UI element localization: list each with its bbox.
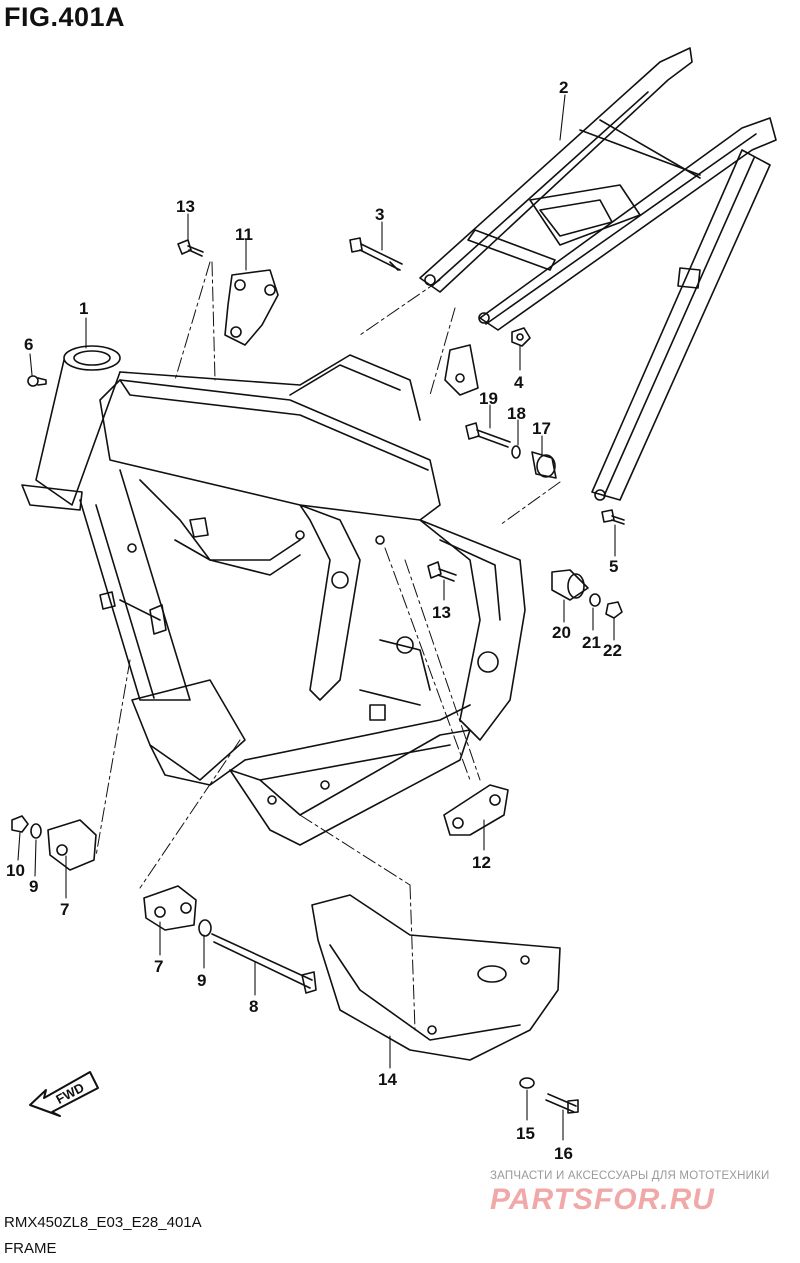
callout-3: 3 <box>375 205 384 224</box>
skid-plate-14 <box>311 894 561 1061</box>
dashed-guides <box>95 261 561 1031</box>
callout-4: 4 <box>514 373 524 392</box>
collar-20 <box>551 569 589 601</box>
bracket-7-left <box>47 819 97 871</box>
figure-name: FRAME <box>4 1240 57 1257</box>
washer-9-right <box>198 919 212 937</box>
washer-18 <box>511 445 521 459</box>
callout-6: 6 <box>24 335 33 354</box>
engine-mount-bracket-12 <box>443 784 509 836</box>
callout-22: 22 <box>603 641 622 660</box>
callout-19: 19 <box>479 389 498 408</box>
subframe-lower-bracket <box>444 344 479 396</box>
callout-14: 14 <box>378 1070 397 1089</box>
callout-16: 16 <box>554 1144 573 1163</box>
washer-9-left <box>30 823 42 839</box>
washer-15 <box>519 1077 535 1089</box>
bracket-11 <box>224 269 279 346</box>
callout-9b: 9 <box>197 971 206 990</box>
washer-21 <box>589 593 601 607</box>
nut-10 <box>11 815 29 833</box>
bolt-5 <box>601 509 625 525</box>
callout-7b: 7 <box>154 957 163 976</box>
callout-21: 21 <box>582 633 601 652</box>
callout-5: 5 <box>609 557 618 576</box>
figure-code: RMX450ZL8_E03_E28_401A <box>4 1214 202 1231</box>
callout-9a: 9 <box>29 877 38 896</box>
bolt-13-top <box>177 239 204 257</box>
bolt-8 <box>211 933 317 994</box>
fwd-arrow-icon: FWD <box>29 1071 99 1117</box>
bolt-16 <box>545 1093 579 1114</box>
callout-15: 15 <box>516 1124 535 1143</box>
callout-11: 11 <box>235 225 253 244</box>
callout-7a: 7 <box>60 900 69 919</box>
callout-10: 10 <box>6 861 25 880</box>
callout-13a: 13 <box>176 197 195 216</box>
bolt-13-mid <box>427 561 457 582</box>
watermark-logo: PARTSFOR.RU <box>490 1183 715 1216</box>
callout-12: 12 <box>472 853 491 872</box>
bolt-6 <box>27 375 47 387</box>
callout-13b: 13 <box>432 603 451 622</box>
leader-lines <box>17 94 616 1141</box>
bolt-3 <box>349 237 403 271</box>
rear-subframe <box>419 47 777 501</box>
main-frame <box>21 345 526 846</box>
bolt-19 <box>465 422 511 448</box>
watermark-caption: ЗАПЧАСТИ И АКСЕССУАРЫ ДЛЯ МОТОТЕХНИКИ <box>490 1170 770 1182</box>
callout-8: 8 <box>249 997 258 1016</box>
callout-18: 18 <box>507 404 526 423</box>
nut-22 <box>605 601 623 619</box>
figure-title: FIG.401A <box>4 2 126 32</box>
bracket-7-right <box>143 885 197 931</box>
callout-1: 1 <box>79 299 88 318</box>
callout-17: 17 <box>532 419 551 438</box>
callout-labels: 1 2 3 4 5 6 7 7 8 9 9 10 11 12 13 13 14 … <box>6 78 622 1163</box>
callout-2: 2 <box>559 78 568 97</box>
bushing-17 <box>531 451 557 479</box>
nut-4 <box>511 327 531 347</box>
callout-20: 20 <box>552 623 571 642</box>
